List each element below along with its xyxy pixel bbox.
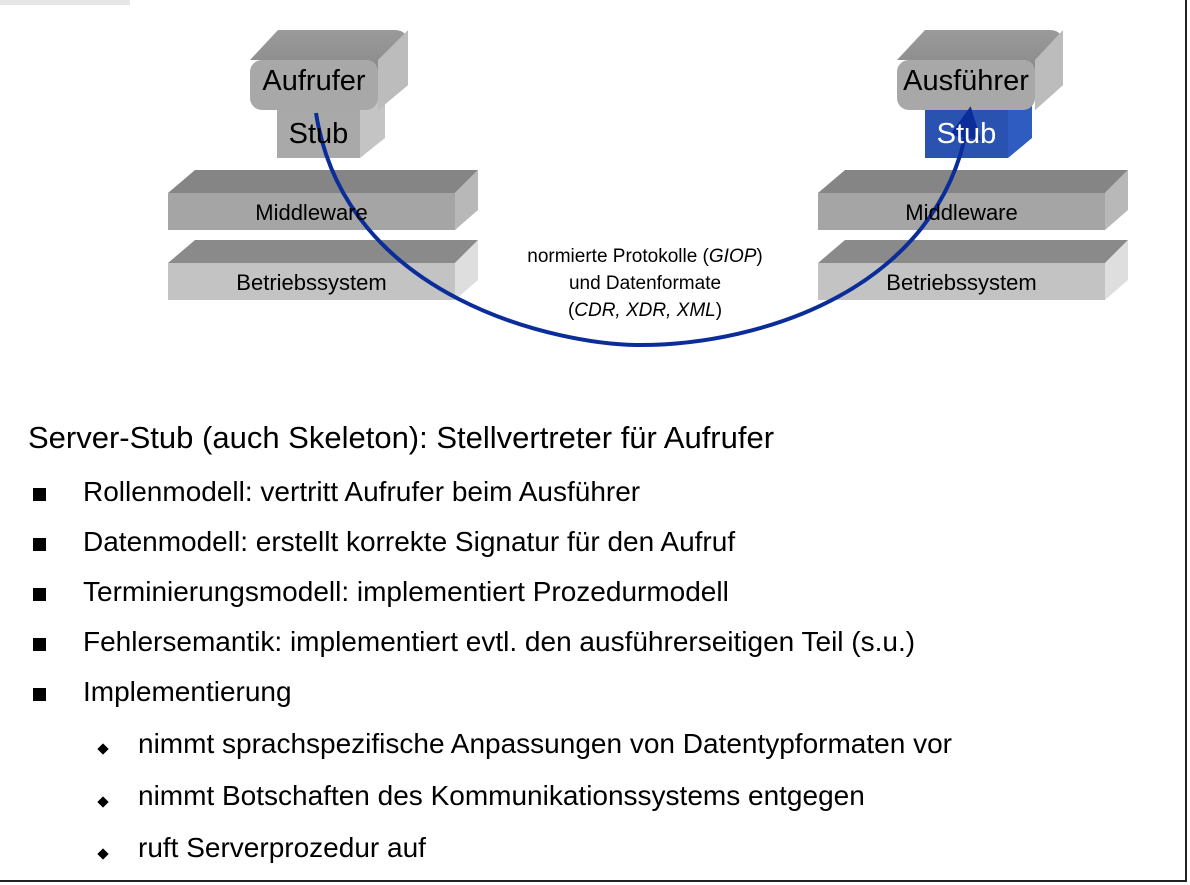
right-middleware-label: Middleware: [905, 200, 1018, 225]
bullet-item: Datenmodell: erstellt korrekte Signatur …: [83, 526, 736, 557]
sub-bullet-item: ruft Serverprozedur auf: [138, 832, 426, 863]
left-middleware-label: Middleware: [255, 200, 368, 225]
protocol-formats: und Datenformate: [568, 273, 722, 294]
bullet-item: Rollenmodell: vertritt Aufrufer beim Aus…: [83, 476, 641, 507]
protocol-text: ): [756, 246, 763, 267]
right-middleware-layer: [818, 170, 1128, 230]
protocol-giop: GIOP: [708, 246, 757, 267]
bullet-item: Implementierung: [83, 676, 292, 707]
bullet-square-icon: [33, 638, 46, 651]
right-os-label: Betriebssystem: [886, 270, 1037, 295]
left-os-label: Betriebssystem: [236, 270, 387, 295]
top-decoration: [0, 0, 130, 5]
sub-bullet-item: nimmt Botschaften des Kommunikationssyst…: [138, 780, 865, 811]
right-executor-block: [897, 30, 1063, 110]
call-arc-arrow: [314, 106, 982, 348]
sub-bullet-item: nimmt sprachspezifische Anpassungen von …: [138, 728, 952, 759]
protocol-note: normierte Protokolle (GIOP) und Datenfor…: [480, 243, 810, 324]
bullet-item: Terminierungsmodell: implementiert Proze…: [83, 576, 729, 607]
bullet-square-icon: [33, 588, 46, 601]
slide-heading: Server-Stub (auch Skeleton): Stellvertre…: [28, 420, 775, 455]
bullet-square-icon: [33, 538, 46, 551]
left-middleware-layer: [168, 170, 478, 230]
executor-label: Ausführer: [903, 65, 1029, 97]
bullet-square-icon: [33, 688, 46, 701]
caller-label: Aufrufer: [262, 65, 366, 97]
protocol-text: (: [567, 300, 575, 321]
protocol-formats-list: CDR, XDR, XML: [574, 300, 716, 321]
bullet-item: Fehlersemantik: implementiert evtl. den …: [83, 626, 916, 657]
left-caller-block: [250, 30, 408, 110]
protocol-text: ): [715, 300, 723, 321]
left-os-layer: [168, 240, 478, 300]
bullet-square-icon: [33, 488, 46, 501]
client-stub-label: Stub: [288, 118, 349, 150]
protocol-text: normierte Protokolle (: [527, 246, 709, 267]
server-stub-label: Stub: [936, 118, 997, 150]
